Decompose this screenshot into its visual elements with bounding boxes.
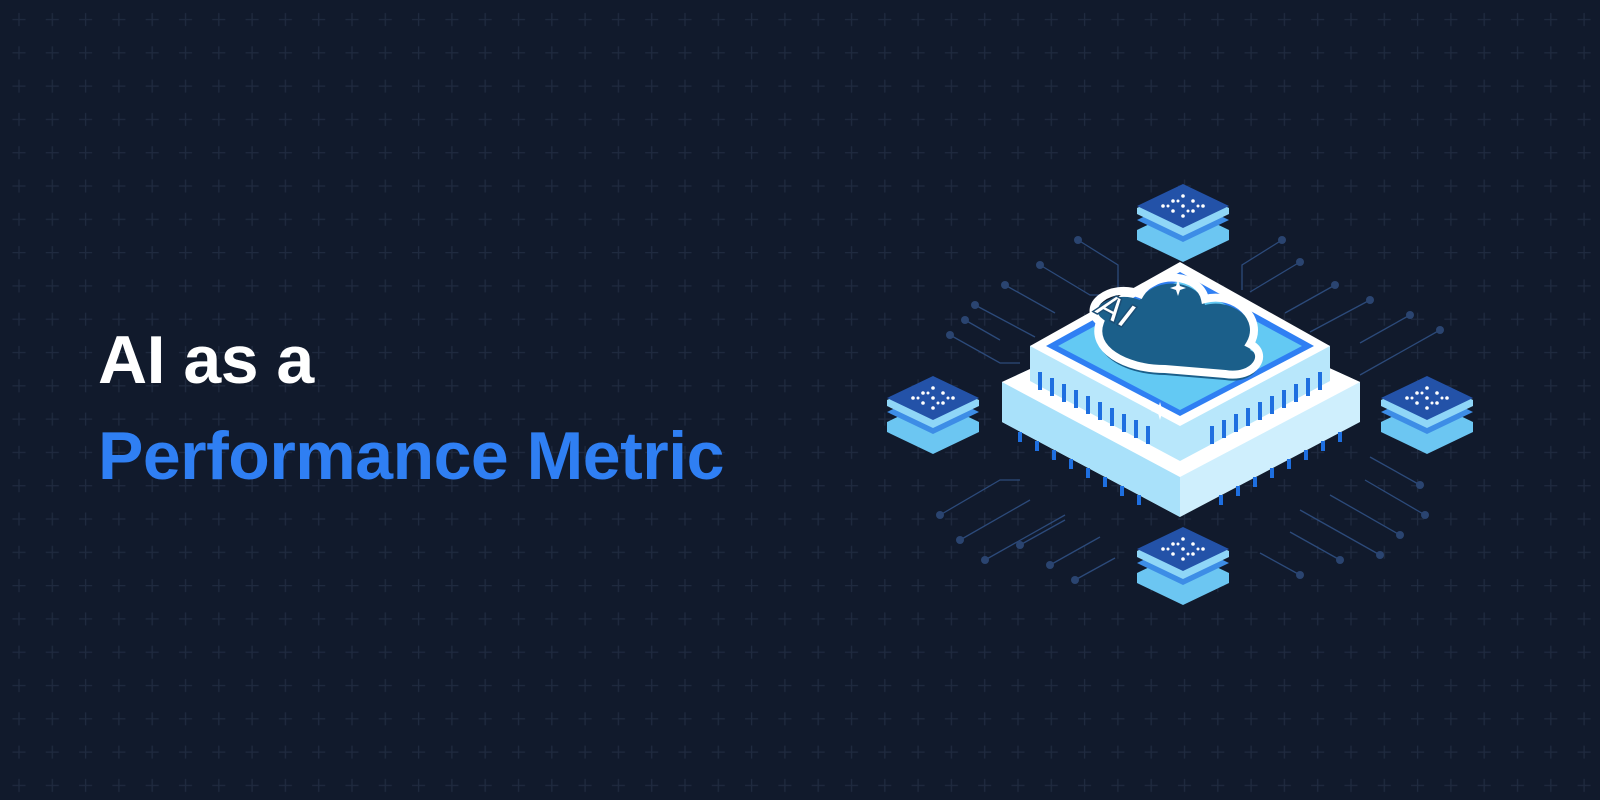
title-line-2: Performance Metric	[98, 418, 724, 494]
mini-chip-right	[1381, 376, 1473, 454]
page-title: AI as a Performance Metric	[98, 312, 724, 504]
main-chip: AI	[1002, 262, 1360, 517]
mini-chip-top	[1137, 184, 1229, 262]
sparkle-icon	[1170, 280, 1186, 296]
mini-chip-left	[887, 376, 979, 454]
mini-chip-icons	[887, 184, 1473, 605]
circuit-nodes	[936, 236, 1444, 584]
sparkle-icon	[1151, 402, 1169, 420]
mini-chip-bottom	[1137, 527, 1229, 605]
circuit-lines	[939, 239, 1441, 581]
title-line-1: AI as a	[98, 322, 314, 398]
ai-chip-illustration: AI	[887, 184, 1473, 605]
ai-cloud-icon: AI	[1086, 273, 1264, 381]
